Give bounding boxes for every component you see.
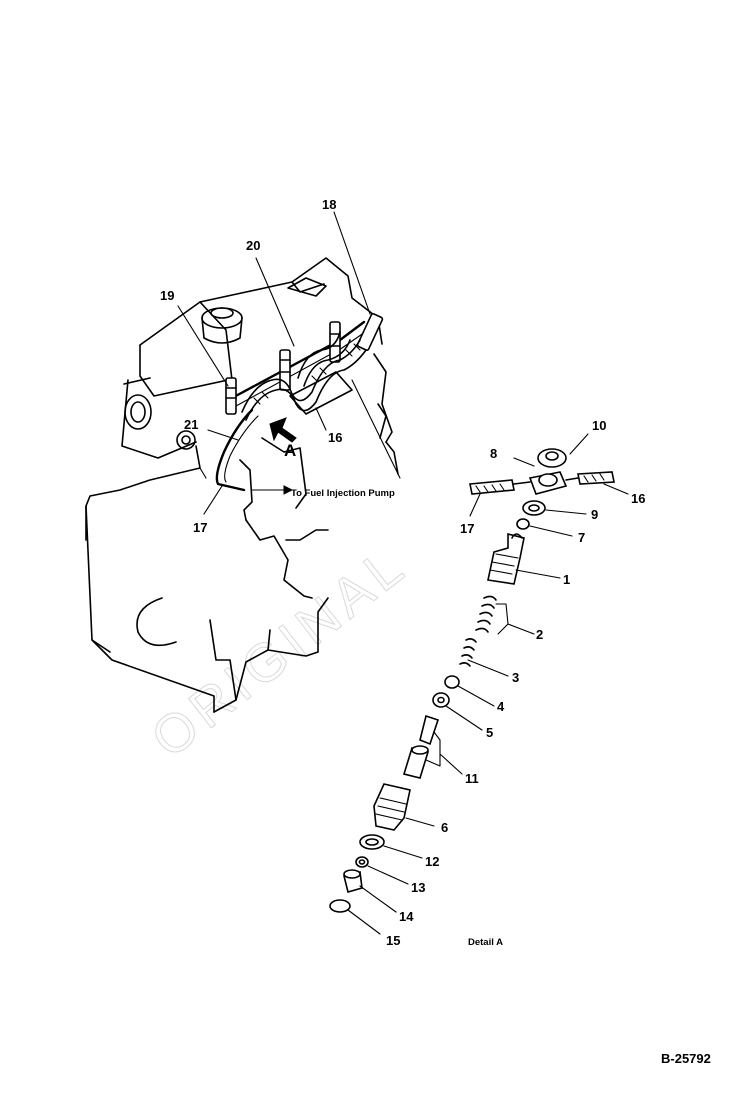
- detail-a-title: Detail A: [468, 937, 503, 948]
- label-16-engine: 16: [328, 430, 342, 445]
- label-13: 13: [411, 880, 425, 895]
- detail-a-exploded-view: [329, 433, 629, 935]
- label-1: 1: [563, 572, 570, 587]
- label-6: 6: [441, 820, 448, 835]
- label-2: 2: [536, 627, 543, 642]
- label-17-engine: 17: [193, 520, 207, 535]
- label-4: 4: [497, 699, 505, 714]
- label-16-detail: 16: [631, 491, 645, 506]
- label-5: 5: [486, 725, 493, 740]
- label-10: 10: [592, 418, 606, 433]
- label-18: 18: [322, 197, 336, 212]
- label-11: 11: [465, 771, 479, 786]
- label-20: 20: [246, 238, 260, 253]
- label-12: 12: [425, 854, 439, 869]
- detail-a-marker: A: [284, 441, 296, 460]
- engine-leader-lines: [177, 211, 401, 515]
- label-14: 14: [399, 909, 414, 924]
- label-3: 3: [512, 670, 519, 685]
- label-15: 15: [386, 933, 400, 948]
- figure-number: B-25792: [661, 1051, 711, 1066]
- label-21: 21: [184, 417, 198, 432]
- label-19: 19: [160, 288, 174, 303]
- label-17-detail: 17: [460, 521, 474, 536]
- part-number-labels: 18 20 19 21 16 17 A To Fuel Injection Pu…: [160, 197, 711, 1066]
- fuel-pump-note: To Fuel Injection Pump: [291, 488, 395, 499]
- injector-assembly: [215, 313, 384, 492]
- label-9: 9: [591, 507, 598, 522]
- label-8: 8: [490, 446, 497, 461]
- engine-drawing: [85, 257, 399, 713]
- label-7: 7: [578, 530, 585, 545]
